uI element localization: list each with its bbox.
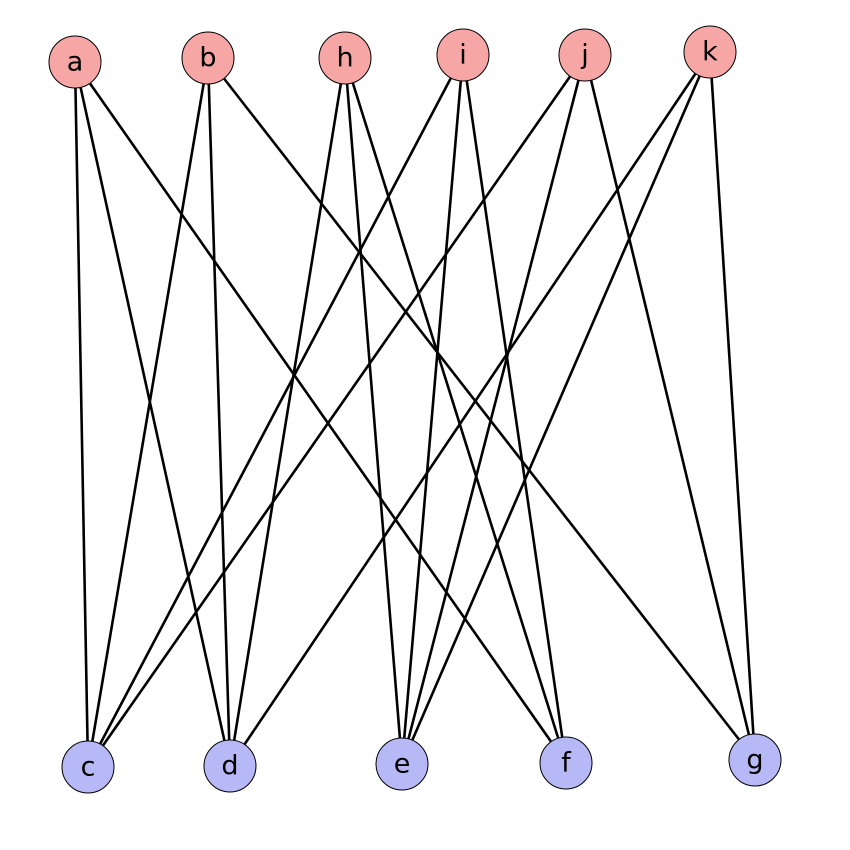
edge-k-g	[708, 51, 757, 761]
node-b: b	[181, 31, 235, 85]
node-i: i	[436, 28, 490, 82]
node-circle-f	[539, 736, 593, 790]
node-label-j: j	[580, 40, 589, 71]
edge-h-d	[228, 57, 347, 767]
node-label-f: f	[561, 748, 572, 779]
edge-i-e	[400, 54, 465, 765]
node-h: h	[318, 31, 372, 85]
node-circle-d	[203, 739, 257, 793]
node-f: f	[539, 736, 593, 790]
edge-a-d	[73, 61, 232, 767]
edge-k-e	[400, 51, 712, 765]
node-label-h: h	[336, 43, 353, 74]
edge-j-g	[583, 54, 757, 761]
edge-a-f	[73, 61, 568, 764]
node-circle-a	[48, 35, 102, 89]
node-k: k	[683, 25, 737, 79]
node-label-k: k	[702, 37, 718, 68]
edge-j-c	[86, 54, 587, 768]
node-d: d	[203, 739, 257, 793]
node-label-e: e	[394, 749, 411, 780]
node-circle-g	[728, 733, 782, 787]
edge-i-c	[86, 54, 465, 768]
edge-b-d	[206, 57, 232, 767]
edge-a-c	[73, 61, 90, 768]
node-label-i: i	[459, 40, 467, 71]
node-a: a	[48, 35, 102, 89]
node-label-b: b	[199, 43, 216, 74]
node-e: e	[375, 737, 429, 791]
edge-h-f	[343, 57, 568, 764]
node-circle-i	[436, 28, 490, 82]
node-j: j	[558, 28, 612, 82]
node-label-g: g	[746, 745, 763, 776]
edge-b-c	[86, 57, 210, 768]
edge-k-d	[228, 51, 712, 767]
node-c: c	[61, 740, 115, 794]
node-g: g	[728, 733, 782, 787]
node-circle-b	[181, 31, 235, 85]
node-label-d: d	[221, 751, 238, 782]
edge-h-e	[343, 57, 404, 765]
edge-i-f	[461, 54, 568, 764]
node-label-a: a	[67, 47, 84, 78]
node-circle-j	[558, 28, 612, 82]
node-circle-c	[61, 740, 115, 794]
edges-layer	[73, 51, 757, 768]
node-label-c: c	[81, 752, 96, 783]
node-circle-h	[318, 31, 372, 85]
node-circle-e	[375, 737, 429, 791]
node-circle-k	[683, 25, 737, 79]
edge-b-g	[206, 57, 757, 761]
nodes-layer: a b h i j k c d e f g	[48, 25, 782, 794]
edge-j-e	[400, 54, 587, 765]
